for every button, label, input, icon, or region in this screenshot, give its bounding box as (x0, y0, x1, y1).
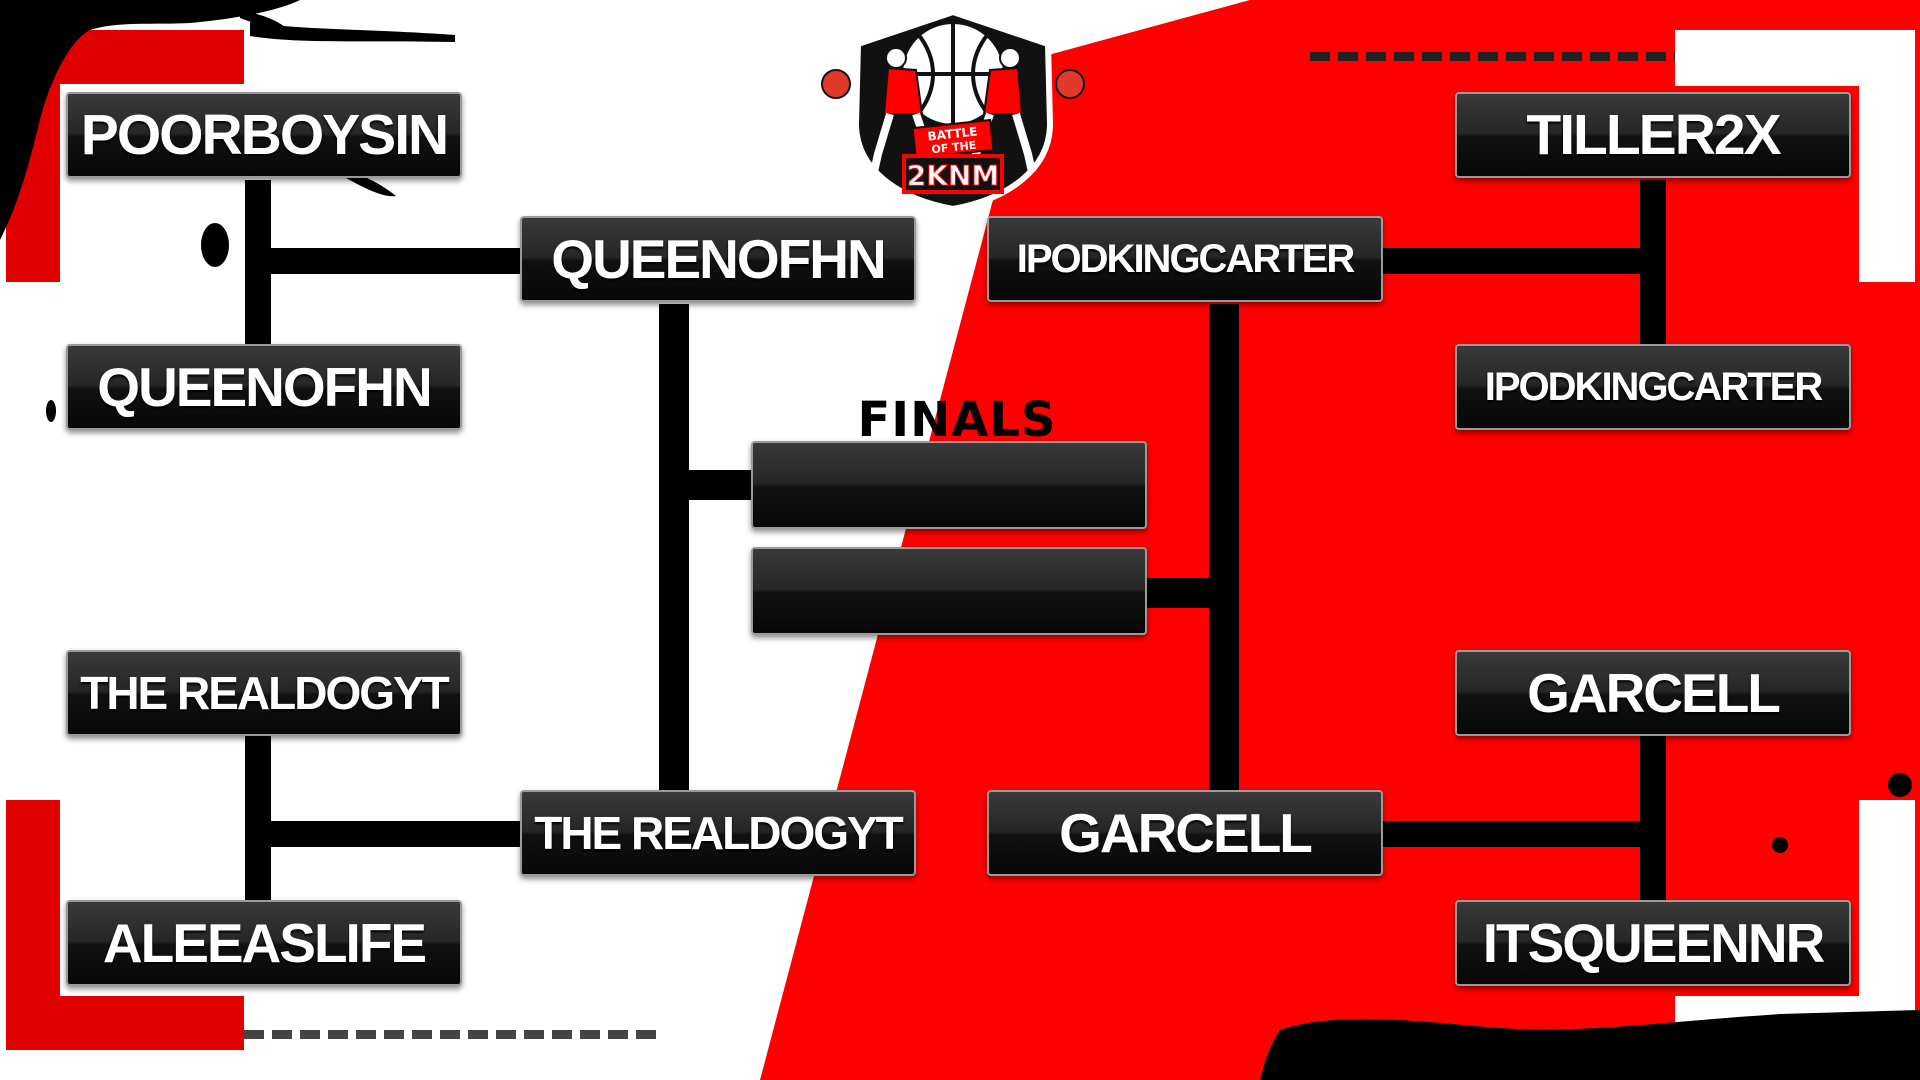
left-semis-bottom-winner: THE REALDOGYT (520, 790, 916, 876)
finals-title: FINALS (857, 392, 1057, 448)
connector-left-semis-vertical (659, 304, 689, 790)
dashed-stripe-bottom (244, 1030, 664, 1039)
left-r1-top-player2: QUEENOFHN (66, 344, 462, 430)
right-r1-top-player2: IPODKINGCARTER (1455, 344, 1851, 430)
dashed-stripe-top (1310, 52, 1675, 61)
logo-brand: 2KNM (907, 159, 999, 192)
logo-line-1: BATTLE (927, 124, 978, 143)
connector-right-top-horizontal (1383, 248, 1640, 274)
right-r1-top-player1: TILLER2X (1455, 92, 1851, 178)
left-semis-top-winner: QUEENOFHN (520, 216, 916, 302)
connector-left-to-finals (689, 470, 751, 500)
connector-right-semis-vertical (1209, 304, 1239, 790)
battle-of-the-2knm-logo: BATTLE OF THE 2KNM (821, 8, 1085, 213)
right-r1-bottom-player1: GARCELL (1455, 650, 1851, 736)
connector-left-bottom-horizontal (271, 821, 521, 847)
finals-slot-bottom (751, 547, 1147, 635)
logo-line-2: OF THE (931, 139, 977, 157)
finals-slot-top (751, 441, 1147, 529)
connector-right-bottom-vertical (1640, 736, 1666, 900)
connector-right-bottom-horizontal (1383, 821, 1640, 847)
connector-left-bottom-vertical (245, 736, 271, 900)
connector-right-top-vertical (1640, 180, 1666, 344)
right-r1-bottom-player2: ITSQUEENNR (1455, 900, 1851, 986)
right-semis-top-winner: IPODKINGCARTER (987, 216, 1383, 302)
left-r1-bottom-player1: THE REALDOGYT (66, 650, 462, 736)
connector-left-top-vertical (245, 180, 271, 344)
connector-right-to-finals (1147, 578, 1209, 608)
left-r1-bottom-player2: ALEEASLIFE (66, 900, 462, 986)
left-r1-top-player1: POORBOYSIN (66, 92, 462, 178)
paint-splatter-top-left (0, 0, 455, 267)
paint-dot-left (46, 400, 56, 422)
right-semis-bottom-winner: GARCELL (987, 790, 1383, 876)
connector-left-top-horizontal (271, 248, 521, 274)
